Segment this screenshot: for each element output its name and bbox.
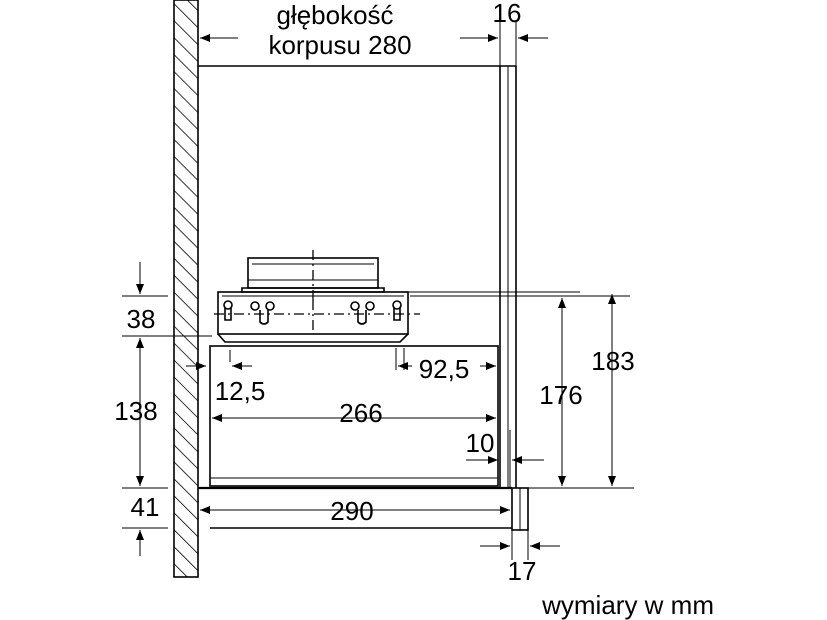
units-note: wymiary w mm	[541, 590, 714, 620]
dim-92-5: 92,5	[419, 354, 470, 384]
dim-12-5: 12,5	[215, 376, 266, 406]
mounting-bracket	[214, 291, 420, 343]
dimension-arrows	[136, 34, 616, 556]
dim-17: 17	[508, 556, 537, 586]
dim-183: 183	[591, 346, 634, 376]
dim-138: 138	[114, 396, 157, 426]
dim-41: 41	[131, 492, 160, 522]
dim-10: 10	[466, 428, 495, 458]
dim-290: 290	[330, 496, 373, 526]
extension-lines	[122, 20, 634, 560]
cabinet-outline	[198, 65, 517, 488]
wall	[173, 0, 199, 578]
dim-16: 16	[493, 0, 522, 28]
dim-38: 38	[127, 304, 156, 334]
dim-266: 266	[339, 398, 382, 428]
dim-176: 176	[539, 380, 582, 410]
slide-out-panel	[198, 430, 529, 531]
depth-label-line1: głębokość	[276, 0, 393, 30]
depth-label-line2: korpusu 280	[268, 30, 411, 60]
